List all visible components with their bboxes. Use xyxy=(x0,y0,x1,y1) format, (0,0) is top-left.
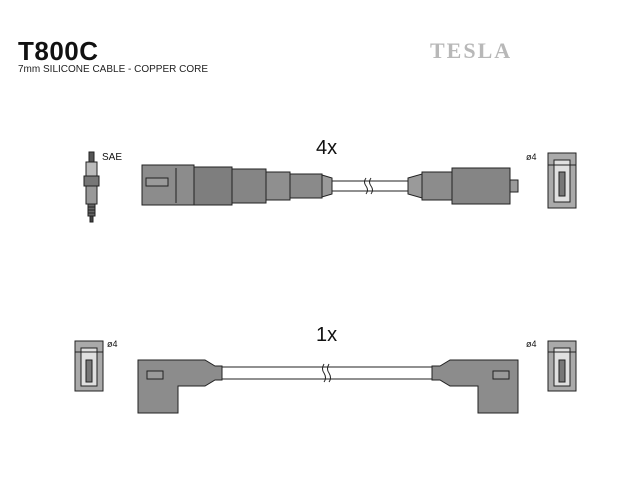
cable-description: 7mm SILICONE CABLE - COPPER CORE xyxy=(18,64,209,75)
brand-logo: TESLA xyxy=(430,38,513,63)
terminal-connector-icon xyxy=(547,340,577,392)
terminal-connector-icon xyxy=(547,152,577,209)
spark-plug-icon xyxy=(83,151,100,223)
coil-boot xyxy=(407,167,519,205)
angled-boot-left xyxy=(137,359,223,414)
angled-boot-right xyxy=(431,359,519,414)
row1-quantity: 4x xyxy=(316,137,337,159)
part-number: T800C xyxy=(18,36,99,66)
right-diameter-label: ø4 xyxy=(526,339,537,349)
ignition-cable xyxy=(222,363,432,383)
ignition-cable xyxy=(332,177,408,195)
coil-diameter-label: ø4 xyxy=(526,152,537,162)
row2-quantity: 1x xyxy=(316,324,337,346)
spark-plug-boot xyxy=(141,164,333,206)
spark-plug-label: SAE xyxy=(102,152,122,163)
left-diameter-label: ø4 xyxy=(107,339,118,349)
terminal-connector-icon xyxy=(74,340,104,392)
